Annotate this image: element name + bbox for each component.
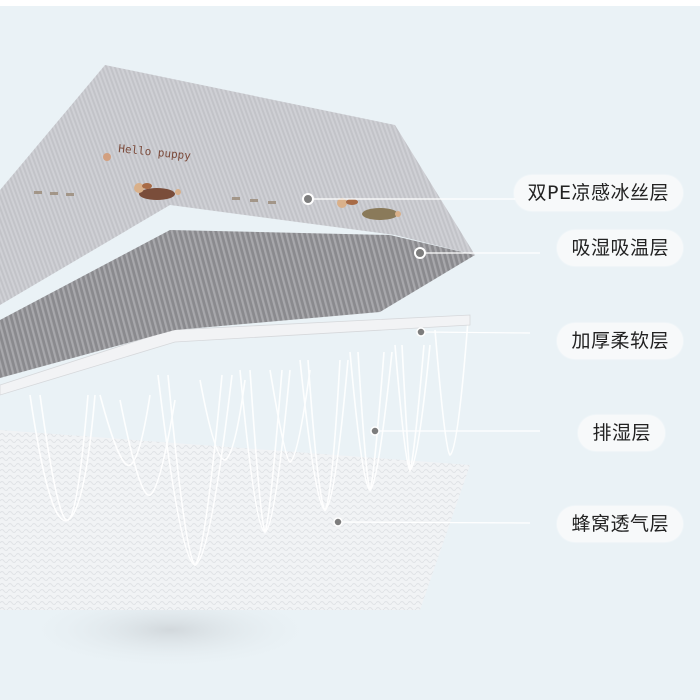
puppy-illustration-left xyxy=(134,183,181,200)
ice-silk-layer xyxy=(0,65,475,305)
layer-label-moisture-absorb: 吸湿吸温层 xyxy=(557,230,683,266)
absorbent-layer xyxy=(0,230,475,378)
honeycomb-layer xyxy=(0,430,470,610)
mat-layers-illustration: Hello puppy xyxy=(0,65,540,670)
layer-label-ice-silk: 双PE凉感冰丝层 xyxy=(513,175,683,211)
layer-label-thick-soft: 加厚柔软层 xyxy=(557,323,683,359)
fiber-loops xyxy=(29,319,469,567)
layer-label-drainage: 排湿层 xyxy=(578,415,665,451)
layer-label-honeycomb: 蜂窝透气层 xyxy=(557,506,683,542)
layer-markers xyxy=(302,193,426,527)
puppy-illustration-right xyxy=(337,198,401,220)
product-layer-diagram: Hello puppy xyxy=(0,6,700,700)
leader-lines xyxy=(308,198,540,524)
